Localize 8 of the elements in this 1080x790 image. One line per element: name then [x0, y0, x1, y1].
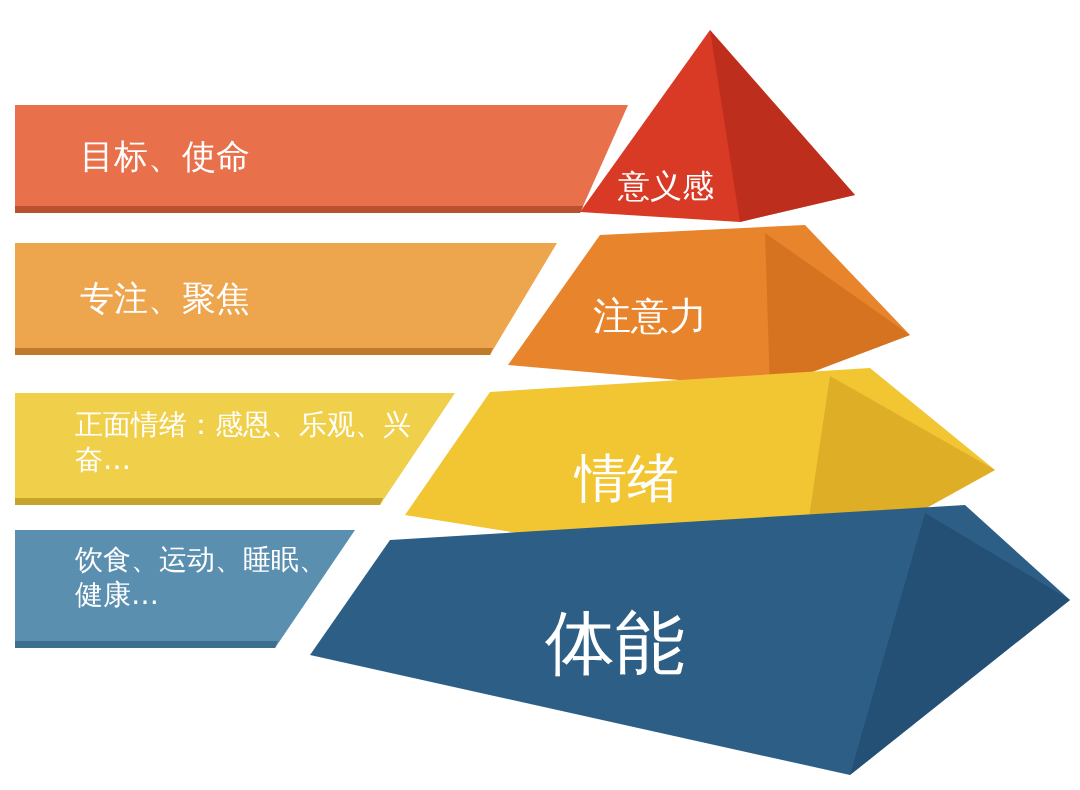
tier-label: 注意力 [593, 293, 708, 340]
band-text: 专注、聚焦 [80, 277, 251, 320]
tier-label: 体能 [545, 601, 686, 686]
tier-label: 情绪 [575, 447, 680, 510]
tier-label: 意义感 [618, 166, 715, 206]
band-text: 饮食、运动、睡眠、健康… [75, 542, 328, 612]
band-text: 目标、使命 [80, 135, 251, 178]
band-text: 正面情绪：感恩、乐观、兴奋… [75, 407, 412, 477]
